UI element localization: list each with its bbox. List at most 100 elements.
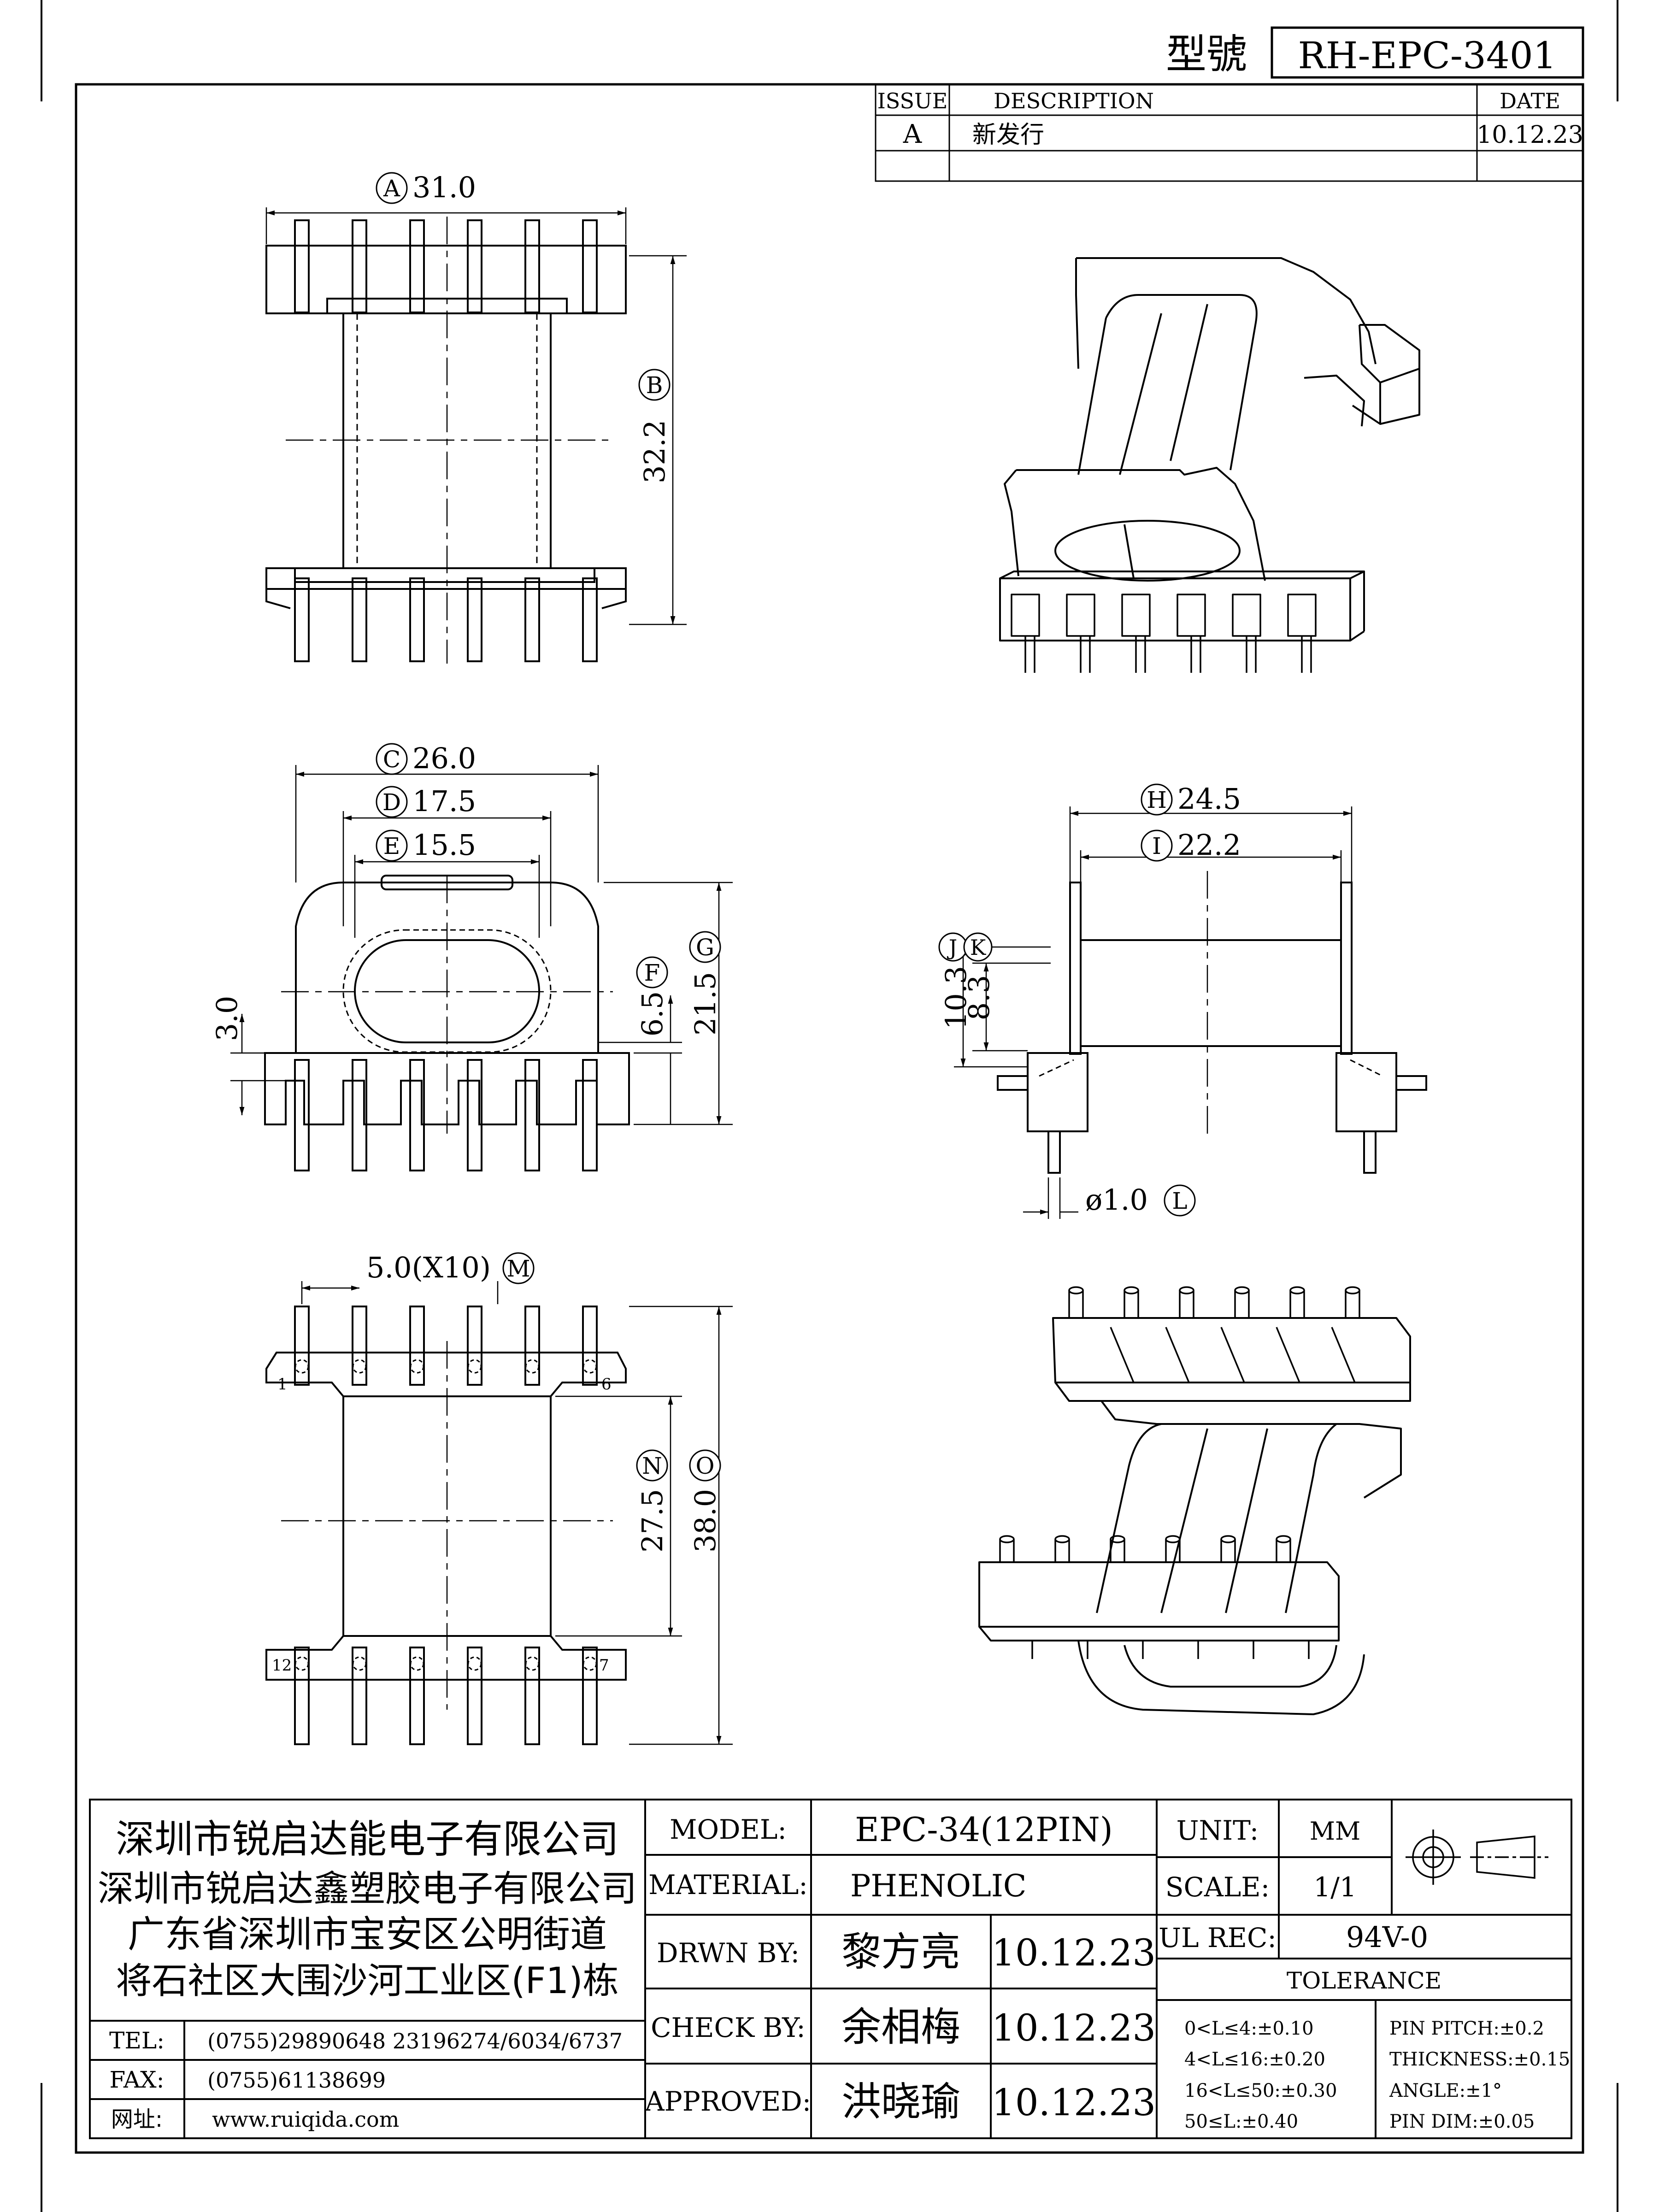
svg-text:6.5: 6.5 bbox=[635, 991, 669, 1037]
dim-k: K 8.3 bbox=[962, 932, 996, 1021]
tb-ul-label: UL REC: bbox=[1159, 1922, 1277, 1953]
title-block: 深圳市锐启达能电子有限公司 深圳市锐启达鑫塑胶电子有限公司 广东省深圳市宝安区公… bbox=[89, 1799, 1572, 2139]
tol-left-4: 50≤L:±0.40 bbox=[1184, 2111, 1298, 2132]
svg-text:L: L bbox=[1172, 1188, 1187, 1214]
tol-right-4: PIN DIM:±0.05 bbox=[1389, 2111, 1535, 2132]
dim-f: F 6.5 bbox=[635, 956, 669, 1037]
company-line-1: 深圳市锐启达能电子有限公司 bbox=[116, 1817, 619, 1862]
tol-left-1: 0<L≤4:±0.10 bbox=[1184, 2018, 1314, 2039]
svg-text:C: C bbox=[383, 746, 400, 773]
tb-scale-value: 1/1 bbox=[1313, 1871, 1356, 1903]
bottom-view bbox=[265, 1281, 733, 1745]
front-view bbox=[230, 765, 733, 1171]
svg-text:ø1.0: ø1.0 bbox=[1085, 1183, 1148, 1217]
svg-text:17.5: 17.5 bbox=[412, 784, 476, 818]
sheet-frame bbox=[41, 0, 1618, 2212]
svg-text:32.2: 32.2 bbox=[638, 420, 671, 483]
dim-a: A 31.0 bbox=[376, 171, 476, 204]
header-model: 型號 RH-EPC-3401 bbox=[1166, 26, 1584, 79]
svg-text:22.2: 22.2 bbox=[1177, 828, 1241, 862]
tb-ul-value: 94V-0 bbox=[1346, 1920, 1428, 1954]
tel-value: (0755)29890648 23196274/6034/6737 bbox=[207, 2029, 623, 2053]
tol-right-3: ANGLE:±1° bbox=[1389, 2080, 1502, 2101]
tb-drawn-date: 10.12.23 bbox=[992, 1931, 1156, 1974]
tol-right-1: PIN PITCH:±0.2 bbox=[1389, 2018, 1544, 2039]
website-value[interactable]: www.ruiqida.com bbox=[212, 2107, 399, 2132]
tol-right-2: THICKNESS:±0.15 bbox=[1389, 2049, 1570, 2070]
svg-text:I: I bbox=[1152, 833, 1161, 859]
side-view bbox=[949, 806, 1427, 1219]
svg-text:O: O bbox=[696, 1453, 715, 1479]
dim-o: O 38.0 bbox=[688, 1449, 722, 1553]
svg-text:27.5: 27.5 bbox=[635, 1489, 669, 1553]
svg-text:38.0: 38.0 bbox=[688, 1489, 722, 1553]
dim-h: H 24.5 bbox=[1141, 782, 1241, 816]
svg-text:15.5: 15.5 bbox=[412, 828, 476, 862]
dim-b: B 32.2 bbox=[638, 369, 671, 483]
rev-col-date: DATE bbox=[1500, 88, 1560, 113]
tb-material-value: PHENOLIC bbox=[850, 1868, 1026, 1904]
company-line-3: 广东省深圳市宝安区公明街道 bbox=[128, 1913, 607, 1956]
dim-j: J 10.3 bbox=[938, 932, 973, 1030]
dim-e: E 15.5 bbox=[376, 828, 476, 862]
svg-text:24.5: 24.5 bbox=[1177, 782, 1241, 816]
svg-text:B: B bbox=[646, 372, 663, 399]
dim-3: 3.0 bbox=[210, 996, 244, 1041]
tb-approved-date: 10.12.23 bbox=[992, 2081, 1156, 2124]
projection-symbol-icon bbox=[1406, 1830, 1548, 1885]
rev-description-a: 新发行 bbox=[972, 121, 1044, 149]
tb-unit-label: UNIT: bbox=[1177, 1815, 1259, 1846]
svg-text:J: J bbox=[947, 935, 957, 960]
svg-text:8.3: 8.3 bbox=[962, 975, 996, 1021]
tb-check-label: CHECK BY: bbox=[651, 2012, 806, 2043]
tb-tolerance-title: TOLERANCE bbox=[1287, 1967, 1441, 1994]
pin-1-label: 1 bbox=[277, 1375, 288, 1394]
website-label: 网址: bbox=[111, 2106, 163, 2132]
svg-text:H: H bbox=[1147, 787, 1167, 813]
pin-6-label: 6 bbox=[601, 1375, 612, 1394]
tb-scale-label: SCALE: bbox=[1165, 1871, 1270, 1903]
tol-left-2: 4<L≤16:±0.20 bbox=[1184, 2049, 1325, 2070]
svg-text:N: N bbox=[642, 1453, 662, 1479]
tb-model-value: EPC-34(12PIN) bbox=[855, 1810, 1113, 1849]
svg-text:E: E bbox=[383, 833, 400, 859]
dim-l: ø1.0 L bbox=[1085, 1183, 1196, 1217]
model-label: 型號 bbox=[1166, 30, 1247, 78]
svg-text:A: A bbox=[383, 175, 400, 202]
svg-text:K: K bbox=[970, 935, 987, 960]
tb-material-label: MATERIAL: bbox=[648, 1869, 808, 1900]
tb-approved-name: 洪晓瑜 bbox=[841, 2079, 960, 2125]
company-line-4: 将石社区大围沙河工业区(F1)栋 bbox=[116, 1960, 618, 2002]
dim-m: 5.0(X10) M bbox=[366, 1251, 535, 1284]
svg-text:D: D bbox=[382, 789, 401, 816]
tb-drawn-name: 黎方亮 bbox=[841, 1929, 960, 1975]
tb-unit-value: MM bbox=[1310, 1817, 1361, 1846]
tb-model-label: MODEL: bbox=[670, 1814, 787, 1845]
tel-label: TEL: bbox=[109, 2027, 165, 2054]
pin-12-label: 12 bbox=[272, 1656, 292, 1675]
pin-numbers: 1 6 7 12 bbox=[272, 1375, 612, 1675]
tb-drawn-label: DRWN BY: bbox=[657, 1937, 800, 1969]
rev-issue-a: A bbox=[903, 119, 922, 149]
top-view bbox=[265, 207, 687, 664]
revision-table: ISSUE DESCRIPTION DATE A 新发行 10.12.23 bbox=[875, 83, 1584, 182]
dim-n: N 27.5 bbox=[635, 1449, 669, 1553]
tb-check-date: 10.12.23 bbox=[992, 2006, 1156, 2049]
svg-text:31.0: 31.0 bbox=[412, 171, 476, 204]
company-line-2: 深圳市锐启达鑫塑胶电子有限公司 bbox=[98, 1868, 637, 1910]
rev-date-a: 10.12.23 bbox=[1477, 121, 1583, 149]
rev-col-issue: ISSUE bbox=[877, 88, 948, 113]
tol-left-3: 16<L≤50:±0.30 bbox=[1184, 2080, 1337, 2101]
pin-7-label: 7 bbox=[599, 1656, 609, 1675]
dim-g: G 21.5 bbox=[688, 931, 722, 1035]
svg-text:G: G bbox=[696, 934, 714, 961]
tb-approved-label: APPROVED: bbox=[645, 2086, 811, 2117]
fax-value: (0755)61138699 bbox=[207, 2068, 386, 2093]
svg-text:3.0: 3.0 bbox=[210, 996, 244, 1041]
fax-label: FAX: bbox=[110, 2066, 165, 2093]
tb-check-name: 余相梅 bbox=[841, 2004, 960, 2050]
svg-text:M: M bbox=[506, 1255, 530, 1282]
iso-view-top bbox=[999, 257, 1420, 673]
model-number: RH-EPC-3401 bbox=[1298, 34, 1556, 77]
